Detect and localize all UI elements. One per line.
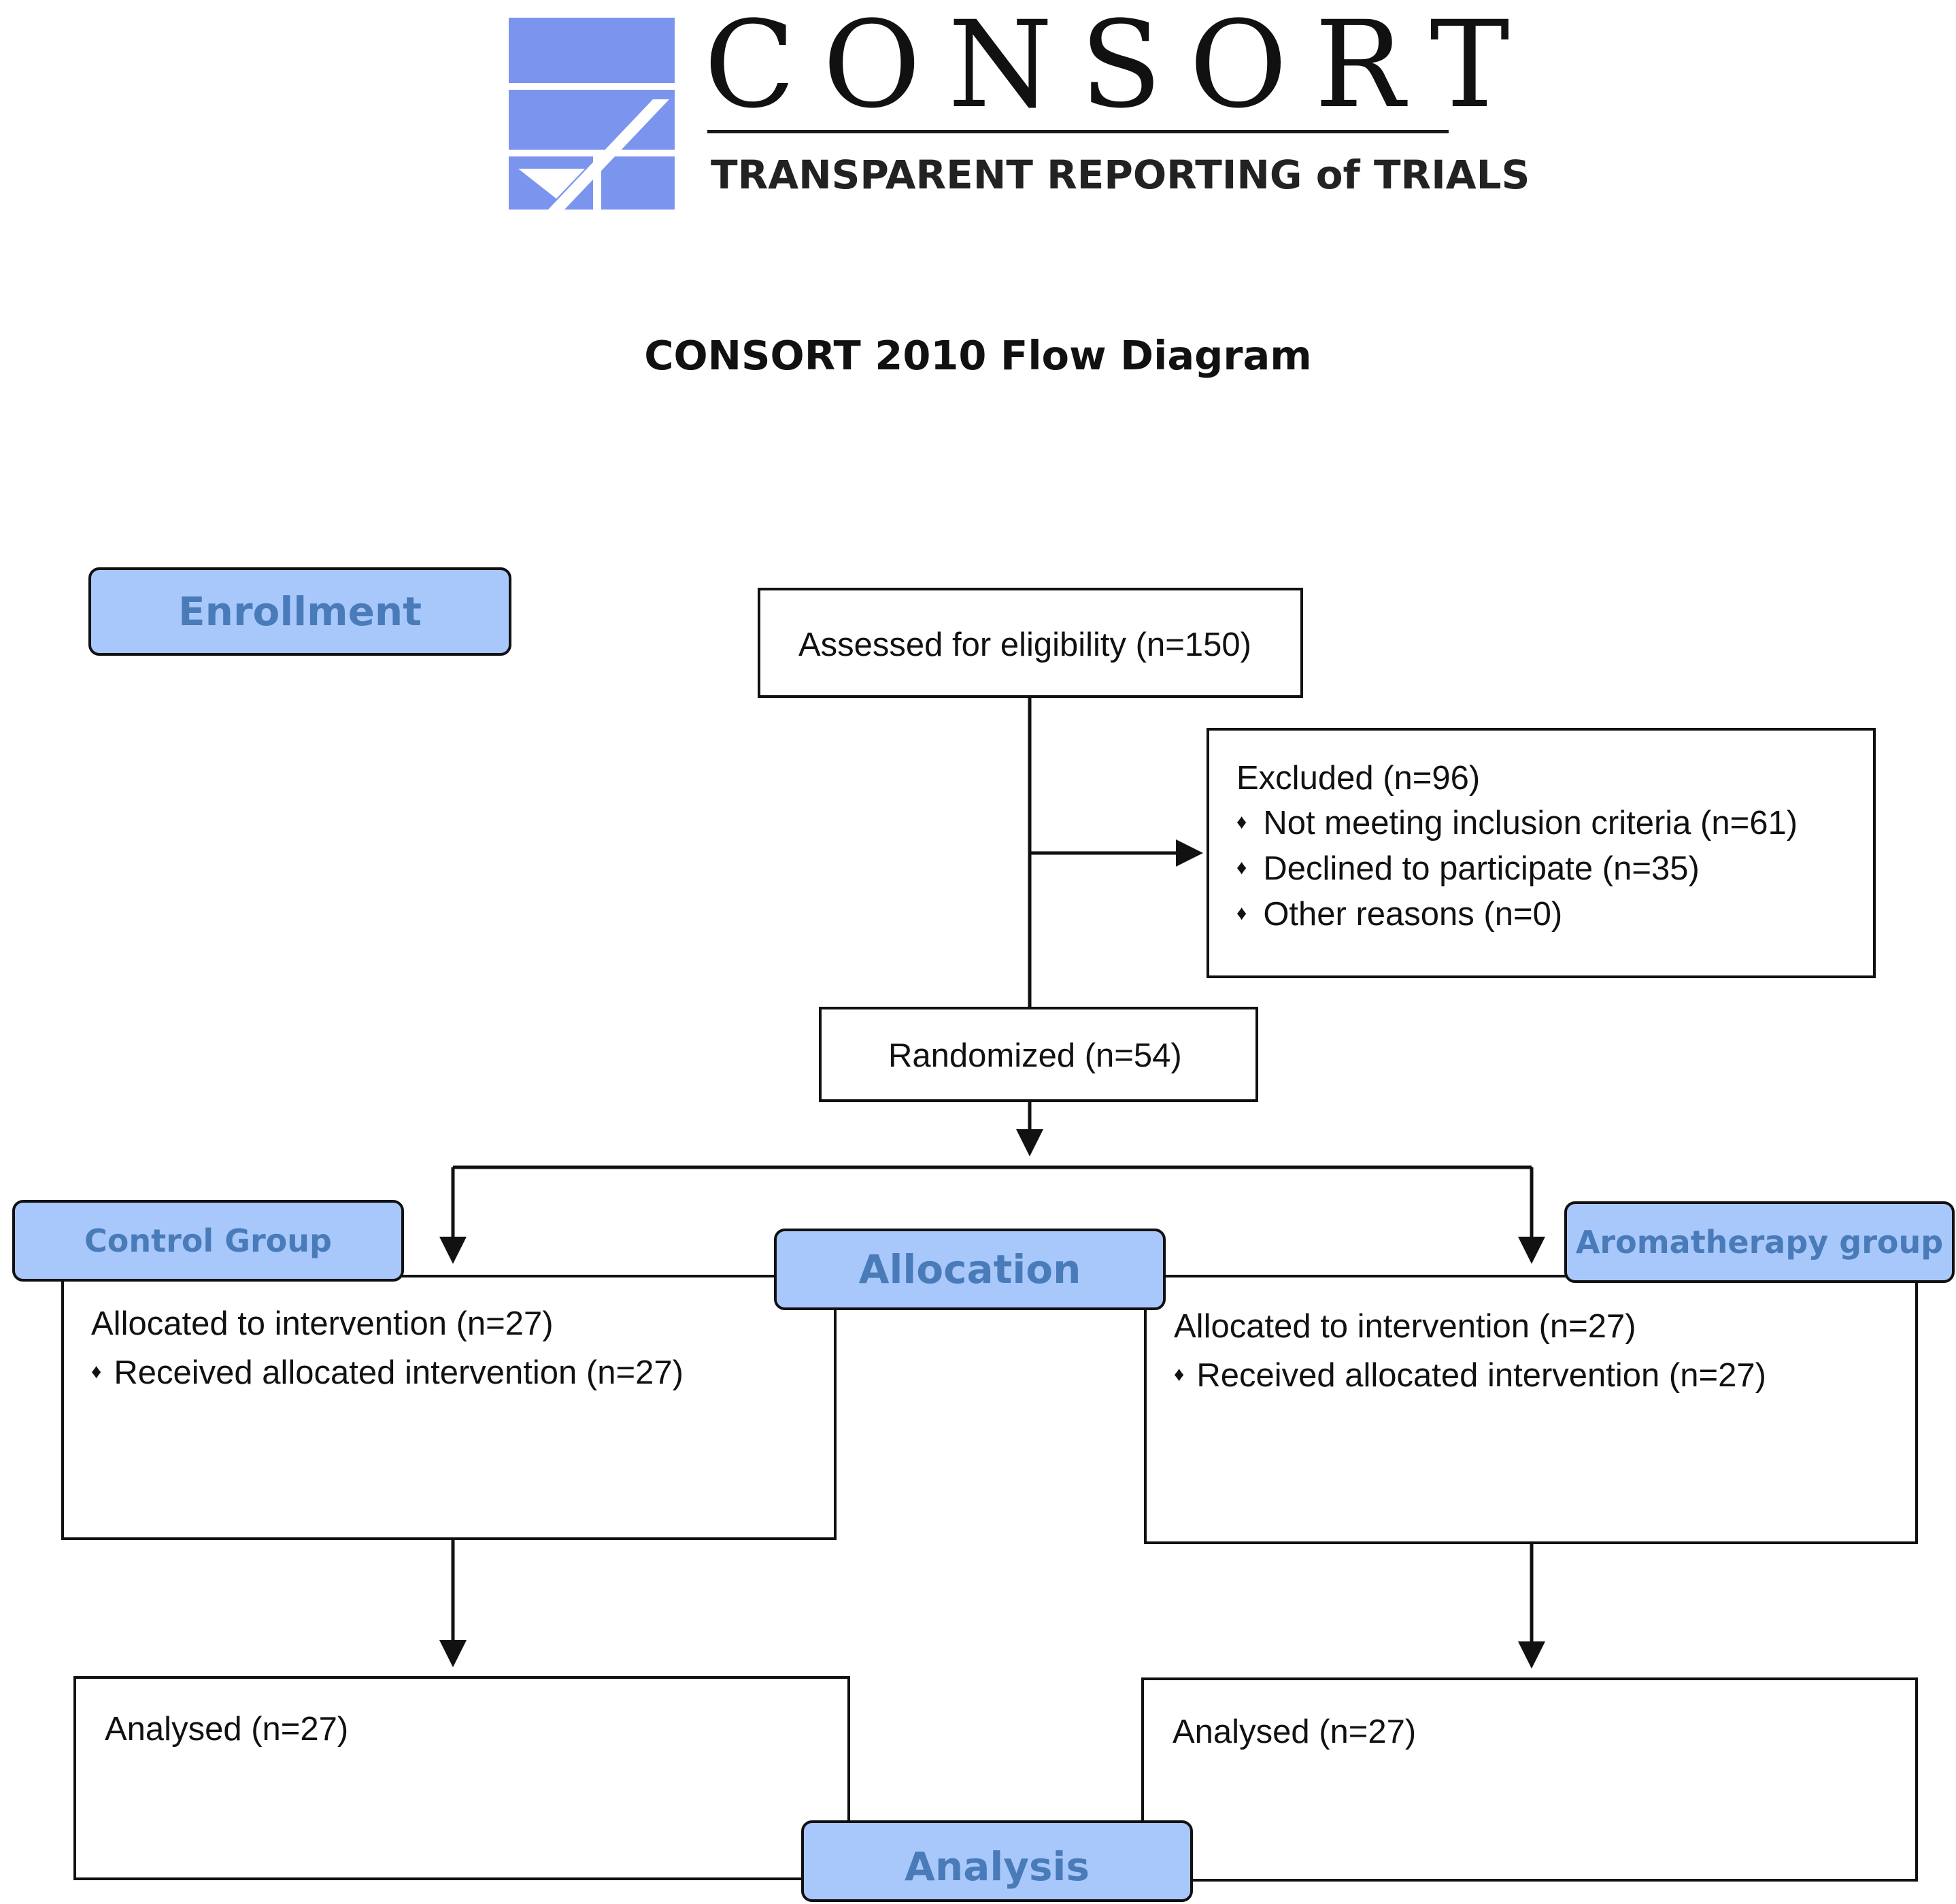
box-aromatherapy-allocation: Allocated to intervention (n=27) ♦Receiv… <box>1144 1275 1918 1544</box>
diagram-title: CONSORT 2010 Flow Diagram <box>644 332 1312 379</box>
consort-wordmark: CONSORT <box>704 0 1537 135</box>
control-received-text: ♦Received allocated intervention (n=27) <box>91 1354 684 1391</box>
bullet-icon: ♦ <box>91 1360 102 1384</box>
excluded-heading: Excluded (n=96) <box>1236 760 1481 797</box>
bullet-icon: ♦ <box>1174 1363 1185 1386</box>
excluded-reason: ♦Not meeting inclusion criteria (n=61) <box>1236 805 1798 841</box>
consort-logo-mark <box>509 18 675 210</box>
control-allocated-text: Allocated to intervention (n=27) <box>91 1305 554 1342</box>
excluded-reason: ♦Other reasons (n=0) <box>1236 896 1563 933</box>
stage-label-enrollment: Enrollment <box>88 567 511 656</box>
control-analysed-text: Analysed (n=27) <box>105 1711 349 1748</box>
bullet-icon: ♦ <box>1236 902 1247 925</box>
bullet-icon: ♦ <box>1236 811 1247 834</box>
aromatherapy-received-text: ♦Received allocated intervention (n=27) <box>1174 1357 1766 1394</box>
stage-label-analysis: Analysis <box>801 1820 1193 1902</box>
bullet-icon: ♦ <box>1236 856 1247 880</box>
aromatherapy-allocated-text: Allocated to intervention (n=27) <box>1174 1308 1636 1345</box>
logo-tagline: TRANSPARENT REPORTING of TRIALS <box>711 152 1530 198</box>
box-aromatherapy-analysis: Analysed (n=27) <box>1141 1677 1918 1882</box>
stage-label-allocation: Allocation <box>774 1229 1166 1310</box>
randomized-text: Randomized (n=54) <box>888 1037 1182 1074</box>
assessed-text: Assessed for eligibility (n=150) <box>798 627 1251 663</box>
group-label-aromatherapy: Aromatherapy group <box>1564 1201 1955 1283</box>
box-control-analysis: Analysed (n=27) <box>73 1676 850 1880</box>
excluded-reason: ♦Declined to participate (n=35) <box>1236 850 1700 887</box>
box-assessed-eligibility: Assessed for eligibility (n=150) <box>758 588 1303 698</box>
box-control-allocation: Allocated to intervention (n=27) ♦Receiv… <box>61 1275 837 1540</box>
box-excluded: Excluded (n=96) ♦Not meeting inclusion c… <box>1207 728 1876 978</box>
box-randomized: Randomized (n=54) <box>819 1007 1258 1102</box>
aromatherapy-analysed-text: Analysed (n=27) <box>1173 1714 1417 1750</box>
logo-divider <box>707 130 1449 133</box>
group-label-control: Control Group <box>12 1200 404 1282</box>
